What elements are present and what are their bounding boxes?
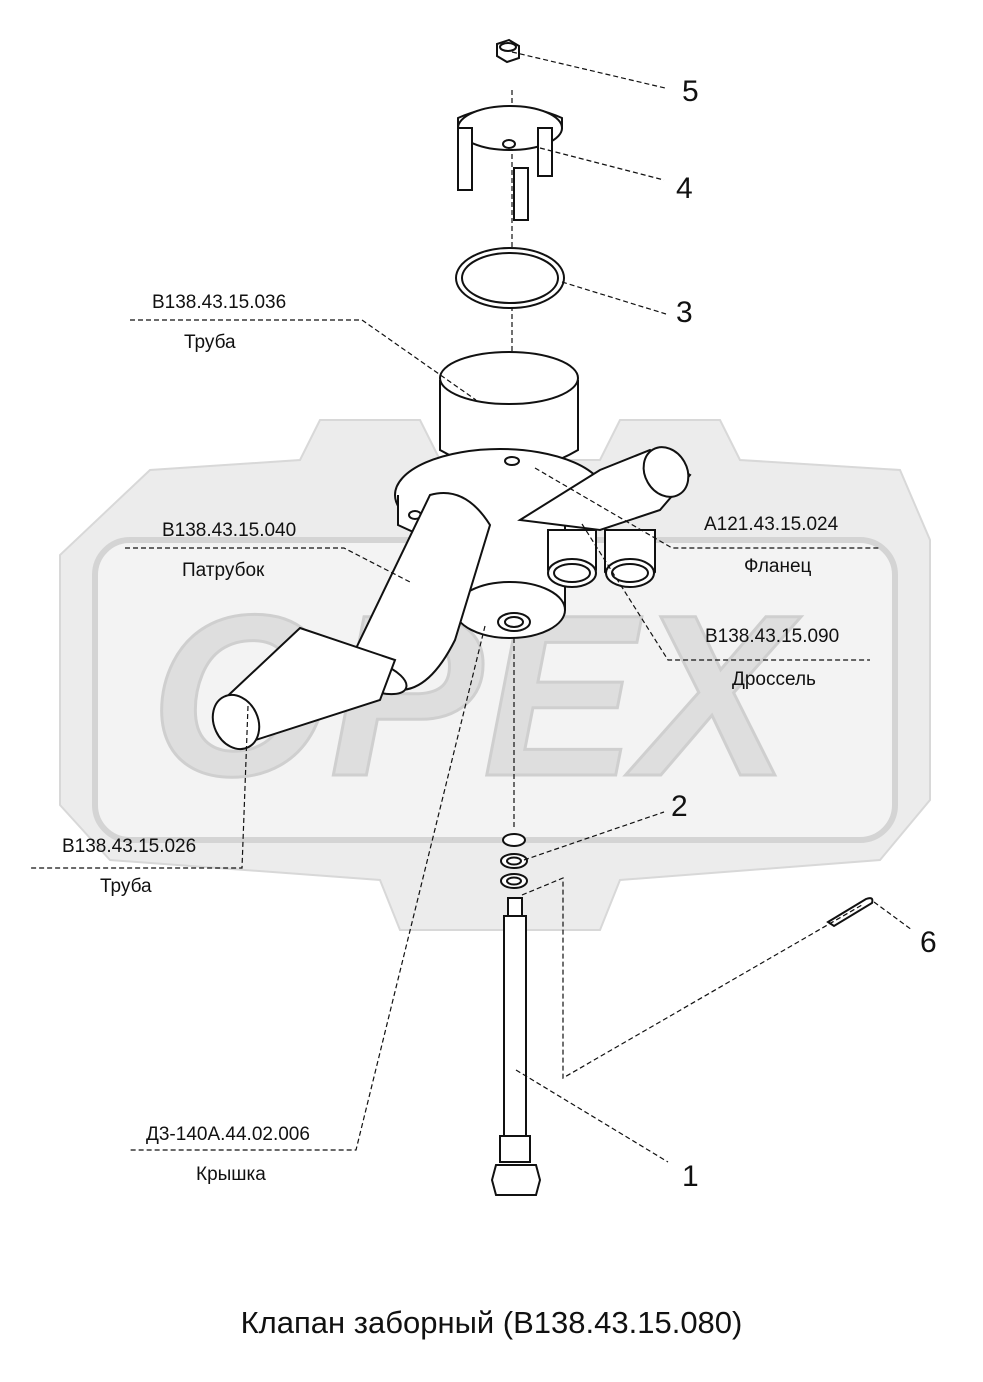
bracket-part-4: [457, 105, 563, 221]
flange-elbow: [517, 446, 692, 588]
part-name-truba-026: Труба: [100, 876, 152, 897]
leader-6: [873, 901, 913, 931]
bolt-part-1: [490, 897, 542, 1196]
washers-part-2: [500, 833, 528, 889]
callout-4: 4: [676, 172, 693, 205]
leader-4: [539, 147, 665, 181]
part-name-drossel: Дроссель: [732, 669, 816, 690]
part-name-flanec: Фланец: [744, 556, 812, 577]
nut-part-5: [496, 38, 520, 64]
leader-3: [561, 281, 667, 315]
callout-2: 2: [671, 790, 688, 823]
pin-assembly-path: [521, 877, 863, 1080]
leader-truba-026: [30, 705, 249, 869]
part-code-truba-036: В138.43.15.036: [152, 292, 286, 313]
leader-patrubok: [125, 547, 411, 583]
leader-2: [523, 811, 665, 861]
leader-drossel: [581, 523, 870, 661]
part-code-kryshka: Д3-140А.44.02.006: [146, 1124, 310, 1145]
leader-1: [515, 1069, 669, 1163]
diagram-caption: Клапан заборный (В138.43.15.080): [240, 1305, 743, 1340]
part-code-truba-026: В138.43.15.026: [62, 836, 196, 857]
callout-3: 3: [676, 296, 693, 329]
callout-5: 5: [682, 75, 699, 108]
part-code-drossel: В138.43.15.090: [705, 626, 839, 647]
leader-truba-036: [130, 319, 477, 401]
part-name-kryshka: Крышка: [196, 1164, 266, 1185]
part-name-patrubok: Патрубок: [182, 560, 265, 581]
leader-flanec: [534, 467, 880, 549]
callout-1: 1: [682, 1160, 699, 1193]
branch-pipe: [211, 492, 492, 751]
leader-5: [511, 51, 666, 89]
part-name-truba-036: Труба: [184, 332, 236, 353]
part-code-flanec: А121.43.15.024: [704, 514, 839, 535]
leader-kryshka: [130, 625, 486, 1151]
o-ring-part-3: [455, 247, 565, 309]
callout-6: 6: [920, 926, 937, 959]
part-code-patrubok: В138.43.15.040: [162, 520, 296, 541]
